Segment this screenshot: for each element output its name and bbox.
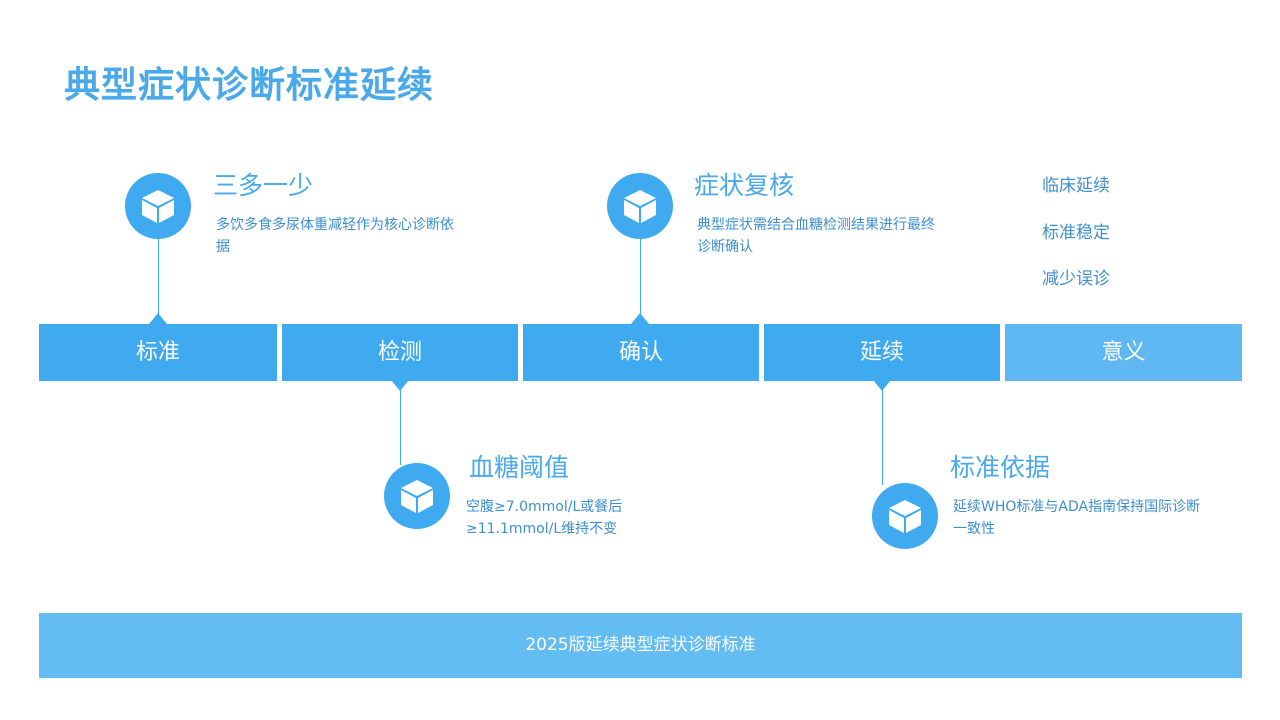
connector-notch [149, 313, 167, 324]
significance-item: 临床延续 [1042, 176, 1110, 196]
cube-icon [401, 480, 433, 513]
connector-line [640, 238, 641, 324]
timeline-segment-continue: 延续 [764, 324, 1000, 381]
timeline-segment-standard: 标准 [39, 324, 277, 381]
milestone-title: 三多一少 [213, 171, 314, 200]
cube-icon [889, 500, 921, 533]
connector-line [882, 381, 883, 485]
milestone-title: 标准依据 [950, 453, 1051, 482]
timeline-segment-significance: 意义 [1005, 324, 1242, 381]
significance-item: 标准稳定 [1042, 223, 1110, 243]
milestone-icon-circle [384, 463, 450, 529]
connector-notch [631, 313, 649, 324]
milestone-description: 典型症状需结合血糖检测结果进行最终诊断确认 [697, 217, 935, 255]
significance-item: 减少误诊 [1042, 269, 1110, 289]
milestone-icon-circle [872, 483, 938, 549]
milestone-title: 症状复核 [694, 171, 795, 200]
page-title: 典型症状诊断标准延续 [64, 64, 435, 106]
timeline-segment-testing: 检测 [282, 324, 518, 381]
milestone-description: 空腹≥7.0mmol/L或餐后 ≥11.1mmol/L维持不变 [466, 496, 726, 540]
milestone-icon-circle [125, 173, 191, 239]
milestone-description: 延续WHO标准与ADA指南保持国际诊断一致性 [953, 499, 1201, 537]
milestone-description-line: ≥11.1mmol/L维持不变 [466, 521, 618, 537]
milestone-description-line: 空腹≥7.0mmol/L或餐后 [466, 499, 623, 515]
timeline-segment-confirm: 确认 [523, 324, 759, 381]
cube-icon [142, 190, 174, 223]
milestone-description: 多饮多食多尿体重减轻作为核心诊断依据 [216, 217, 454, 255]
milestone-title: 血糖阈值 [469, 453, 570, 482]
cube-icon [624, 190, 656, 223]
milestone-icon-circle [607, 173, 673, 239]
connector-line [400, 381, 401, 465]
footer-banner: 2025版延续典型症状诊断标准 [39, 613, 1242, 678]
connector-line [158, 238, 159, 324]
